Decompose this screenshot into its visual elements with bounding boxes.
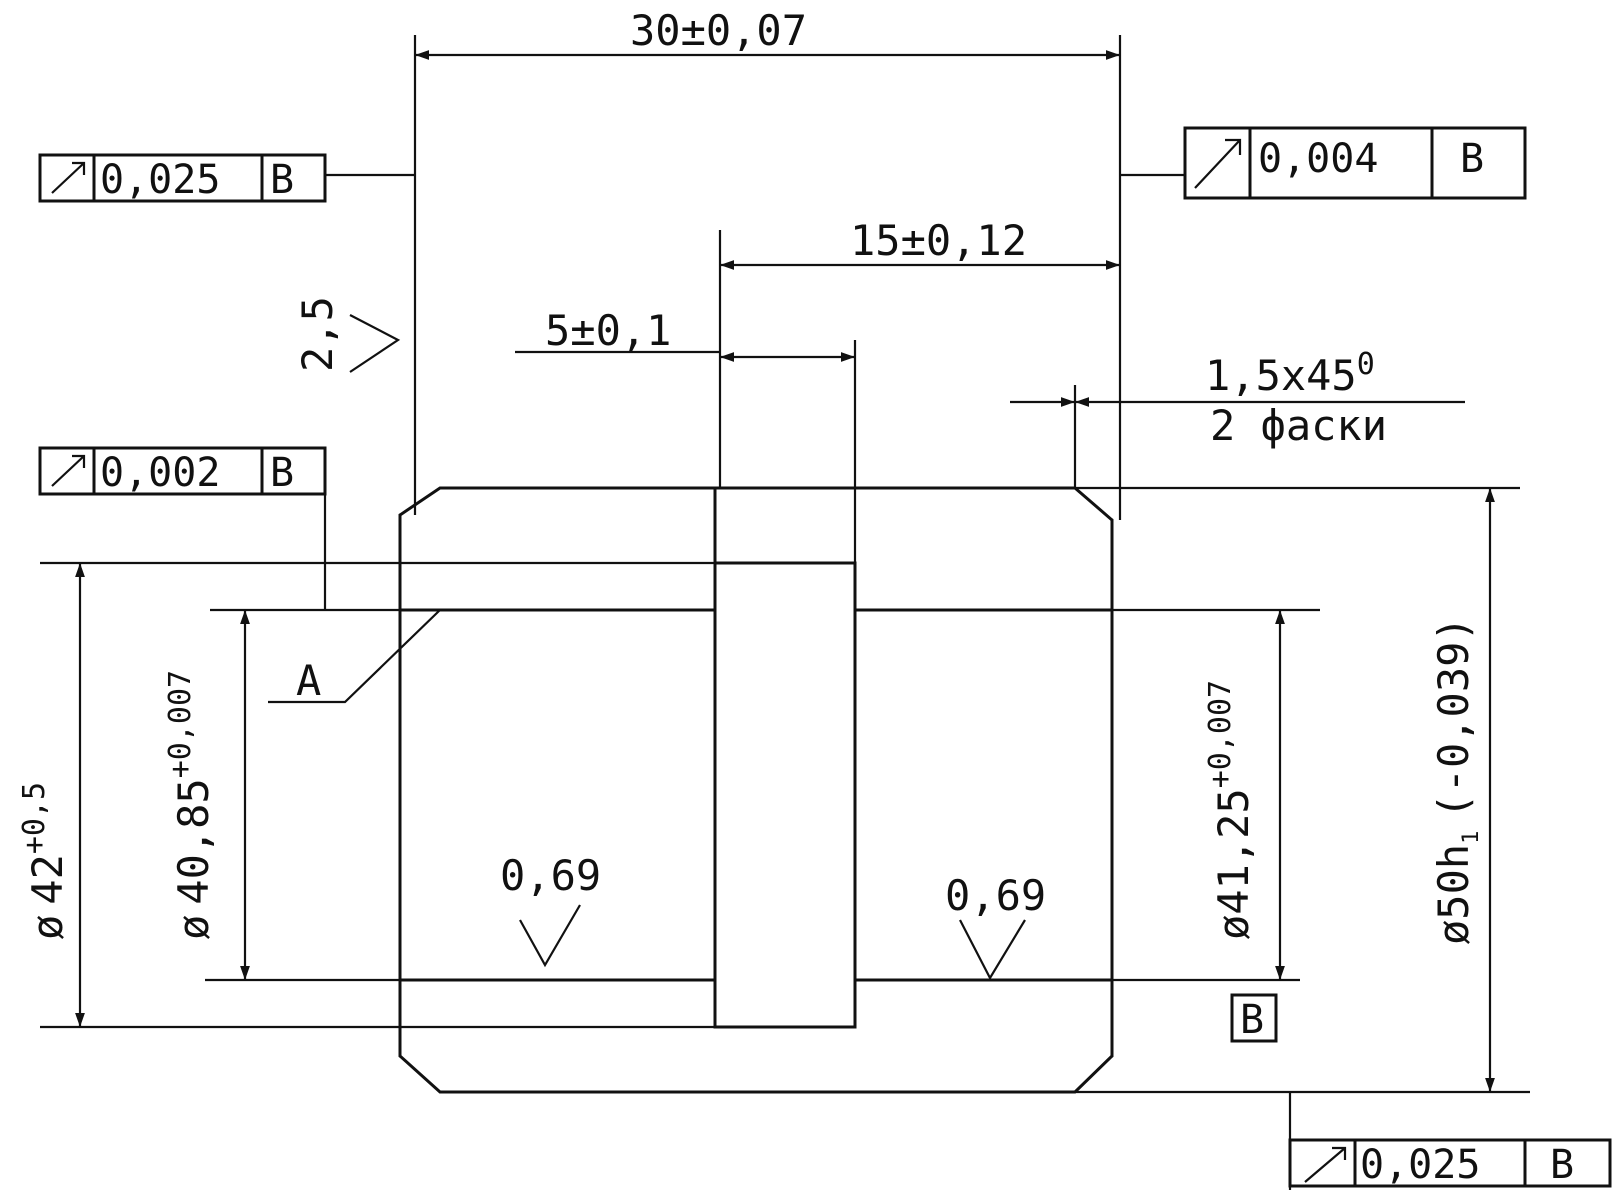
dim-bore-left: ø40,85+0,007 [163, 670, 218, 940]
svg-text:B: B [1550, 1142, 1574, 1188]
roughness-bore-left: 0,69 [500, 851, 601, 968]
top-wall-left [398, 486, 717, 612]
svg-text:0,004: 0,004 [1258, 136, 1378, 182]
dimension-lines [75, 50, 1495, 1092]
roughness-end-face: 2,5 [293, 296, 401, 373]
svg-text:B: B [1460, 136, 1484, 182]
svg-text:B: B [270, 157, 294, 203]
dim-bore-right: ø41,25+0,007 [1203, 680, 1258, 940]
runout-icon [51, 454, 86, 487]
tolerance-frame-outer-dia: 0,025 B [1288, 1092, 1612, 1190]
tolerance-frame-right-end: 0,004 B [1120, 126, 1527, 200]
svg-text:0,002: 0,002 [100, 450, 220, 496]
tolerance-frame-left-end: 0,025 B [38, 153, 415, 203]
tolerance-frame-left-bore: 0,002 B [38, 446, 327, 610]
dim-chamfer-note: 2 фаски [1210, 401, 1387, 450]
svg-text:2,5: 2,5 [293, 296, 342, 372]
runout-icon [1194, 138, 1242, 189]
bottom-wall [398, 978, 1114, 1094]
top-wall-right [713, 486, 1114, 612]
svg-text:B: B [270, 450, 294, 496]
svg-text:0,025: 0,025 [100, 157, 220, 203]
svg-text:A: A [296, 656, 321, 705]
svg-text:0,69: 0,69 [500, 851, 601, 900]
dim-outer-dia: ø50h1(-0,039) [1429, 616, 1484, 945]
surface-a-label: A [268, 609, 441, 705]
datum-b: B [1230, 993, 1278, 1043]
svg-text:0,69: 0,69 [945, 871, 1046, 920]
dim-groove-dia: ø42+0,5 [17, 782, 72, 940]
roughness-bore-right: 0,69 [945, 871, 1046, 981]
dim-chamfer: 1,5x450 [1205, 347, 1375, 400]
runout-icon [1304, 1146, 1347, 1183]
part-section [398, 486, 1114, 1094]
dim-overall-length: 30±0,07 [630, 6, 807, 55]
groove [713, 561, 857, 1029]
svg-text:B: B [1240, 997, 1264, 1043]
dim-groove-position: 15±0,12 [850, 216, 1027, 265]
runout-icon [51, 161, 86, 194]
dim-groove-width: 5±0,1 [545, 306, 671, 355]
svg-text:0,025: 0,025 [1360, 1142, 1480, 1188]
